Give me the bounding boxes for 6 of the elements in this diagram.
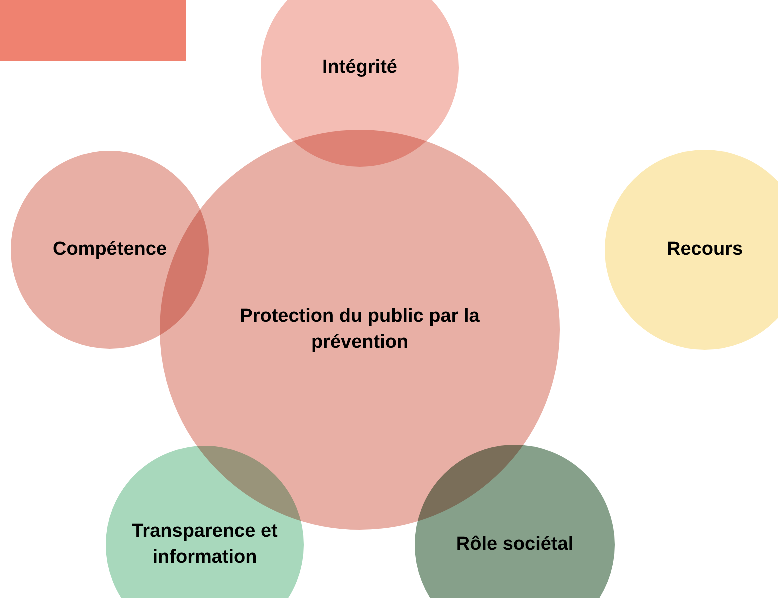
node-label: Protection du public par la prévention bbox=[239, 305, 481, 355]
node-label: Recours bbox=[666, 238, 744, 262]
node-label: Compétence bbox=[52, 238, 168, 262]
node-label: Transparence et information bbox=[131, 520, 279, 570]
node-label: Rôle sociétal bbox=[456, 533, 574, 558]
node-label: Intégrité bbox=[322, 56, 398, 80]
